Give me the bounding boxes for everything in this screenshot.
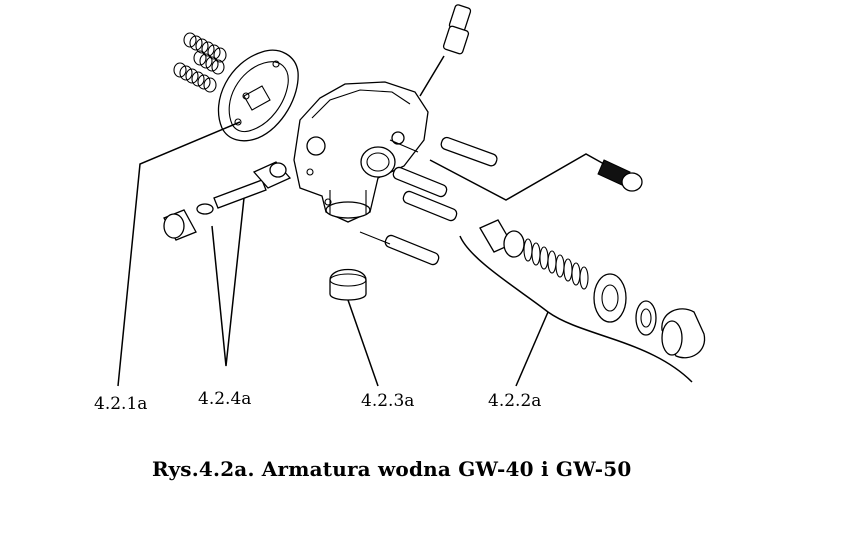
adjust-screw	[429, 153, 643, 201]
leader-lines	[117, 121, 549, 387]
top-sensor	[419, 4, 472, 97]
label-4-2-3a: 4.2.3a	[361, 391, 415, 411]
springs	[173, 32, 227, 93]
bolts	[359, 136, 498, 266]
label-4-2-1a: 4.2.1a	[94, 394, 148, 414]
figure-caption: Rys.4.2a. Armatura wodna GW-40 i GW-50	[152, 457, 632, 481]
label-4-2-4a: 4.2.4a	[198, 389, 252, 409]
cup	[329, 268, 367, 301]
bracket-4-2-2a	[459, 235, 693, 383]
cover-plate	[217, 49, 299, 142]
spring-assembly	[479, 219, 706, 359]
spindle	[163, 161, 292, 241]
label-4-2-2a: 4.2.2a	[488, 391, 542, 411]
